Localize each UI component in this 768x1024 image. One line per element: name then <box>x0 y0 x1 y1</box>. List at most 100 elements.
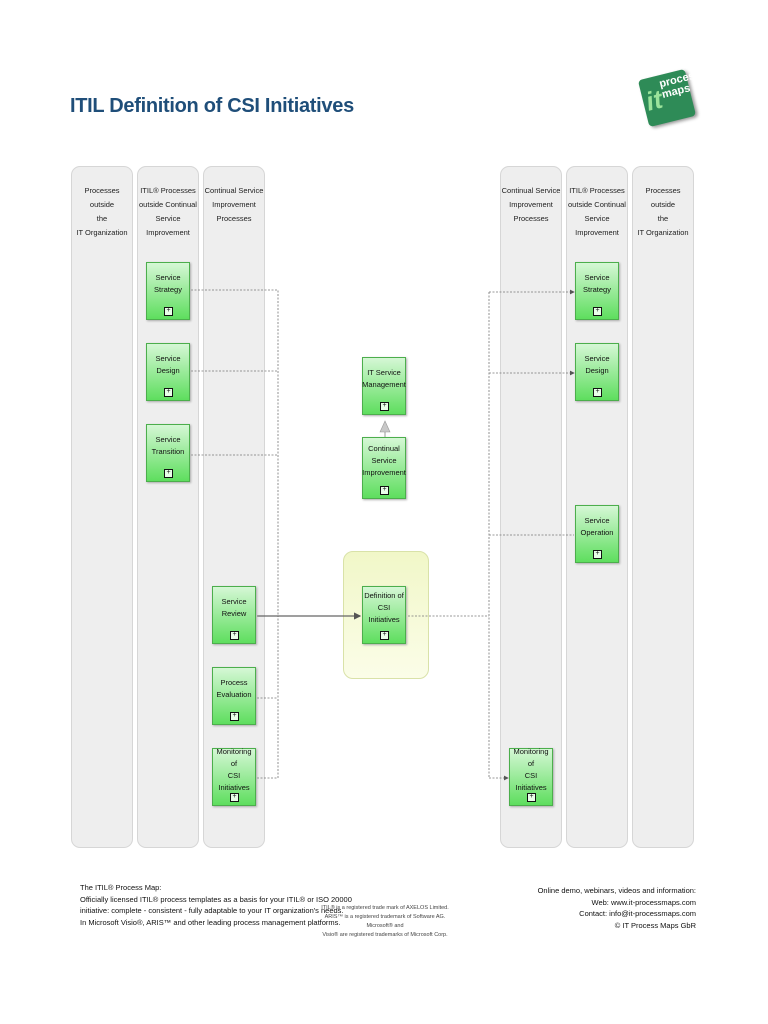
box-label-line: Initiatives <box>368 615 400 624</box>
box-label-line: Service <box>371 456 397 465</box>
box-label-line: Monitoring of <box>513 747 549 768</box>
expand-icon[interactable]: + <box>380 402 389 411</box>
lane-header-line: Processes outside <box>84 186 120 209</box>
lane-header-line: Service <box>155 214 181 223</box>
box-label: Service Strategy <box>583 273 611 294</box>
lane-right-outside: Processes outside the IT Organization <box>632 166 694 848</box>
expand-icon[interactable]: + <box>527 793 536 802</box>
box-label: Service Review <box>221 597 247 618</box>
box-label: Service Design <box>584 354 610 375</box>
footer-web-link[interactable]: Web: www.it-processmaps.com <box>591 897 696 907</box>
expand-icon[interactable]: + <box>593 550 602 559</box>
box-label-line: Management <box>362 380 406 389</box>
box-service-design-left[interactable]: Service Design + <box>146 343 190 401</box>
box-monitoring-csi-left[interactable]: Monitoring of CSI Initiatives + <box>212 747 256 806</box>
box-label-line: Operation <box>580 528 614 537</box>
box-label-line: CSI Initiatives <box>218 771 250 792</box>
footer-line: In Microsoft Visio®, ARIS™ and other lea… <box>80 917 341 927</box>
expand-icon[interactable]: + <box>380 486 389 495</box>
box-label: Service Design <box>155 354 181 375</box>
lane-header: Processes outside the IT Organization <box>633 184 693 240</box>
box-label-line: Service <box>155 435 181 444</box>
lane-header-line: outside Continual <box>139 200 197 209</box>
lane-header: Continual Service Improvement Processes <box>204 184 264 226</box>
lane-header-line: the <box>657 214 669 223</box>
box-service-strategy-right[interactable]: Service Strategy + <box>575 262 619 320</box>
footer-line: Visio® are registered trademarks of Micr… <box>322 932 448 938</box>
expand-icon[interactable]: + <box>230 712 239 721</box>
logo-pm-text: process maps <box>658 68 704 101</box>
box-service-review[interactable]: Service Review + <box>212 586 256 644</box>
expand-icon[interactable]: + <box>593 307 602 316</box>
expand-icon[interactable]: + <box>593 388 602 397</box>
footer-line: Online demo, webinars, videos and inform… <box>537 886 696 895</box>
lane-header-line: Continual Service <box>501 186 561 195</box>
lane-header-line: Improvement <box>575 228 619 237</box>
expand-icon[interactable]: + <box>164 469 173 478</box>
lane-right-csi: Continual Service Improvement Processes <box>500 166 562 848</box>
footer-contact-link[interactable]: Contact: info@it-processmaps.com <box>579 909 696 918</box>
footer-line: initiative: complete - consistent - full… <box>80 906 344 915</box>
lane-header-line: Service <box>584 214 610 223</box>
lane-header-line: Improvement <box>146 228 190 237</box>
lane-header-line: IT Organization <box>76 228 128 237</box>
expand-icon[interactable]: + <box>230 793 239 802</box>
page-title: ITIL Definition of CSI Initiatives <box>70 95 354 117</box>
box-label-line: Evaluation <box>216 690 252 699</box>
footer-line: The ITIL® Process Map: <box>80 883 162 892</box>
box-label: Service Strategy <box>154 273 182 294</box>
lane-header: ITIL® Processes outside Continual Servic… <box>567 184 627 240</box>
footer-trademarks: ITIL® is a registered trade mark of AXEL… <box>312 904 458 940</box>
footer-process-map-info: The ITIL® Process Map: Officially licens… <box>80 882 352 928</box>
box-service-strategy-left[interactable]: Service Strategy + <box>146 262 190 320</box>
box-label: Definition of CSI Initiatives <box>364 587 404 629</box>
it-process-maps-logo[interactable]: it process maps <box>637 68 702 128</box>
lane-header-line: Processes <box>513 214 549 223</box>
box-label-line: Process <box>220 678 248 687</box>
footer-line: ARIS™ is a registered trademark of Softw… <box>324 914 446 929</box>
lane-header-line: outside Continual <box>568 200 626 209</box>
box-label-line: Improvement <box>362 468 406 477</box>
box-definition-of-csi-initiatives[interactable]: Definition of CSI Initiatives + <box>362 586 406 644</box>
box-label: Monitoring of CSI Initiatives <box>511 747 551 792</box>
lane-header-line: IT Organization <box>637 228 689 237</box>
lane-header-line: Processes <box>216 214 252 223</box>
box-label-line: Continual <box>368 444 400 453</box>
box-service-design-right[interactable]: Service Design + <box>575 343 619 401</box>
lane-header-line: Improvement <box>509 200 553 209</box>
box-label-line: CSI Initiatives <box>515 771 547 792</box>
box-label-line: Transition <box>151 447 185 456</box>
expand-icon[interactable]: + <box>164 388 173 397</box>
expand-icon[interactable]: + <box>380 631 389 640</box>
footer-line: ITIL® is a registered trade mark of AXEL… <box>321 905 449 911</box>
box-label-line: IT Service <box>367 368 401 377</box>
footer-line: Officially licensed ITIL® process templa… <box>80 894 352 904</box>
lane-header-line: Continual Service <box>204 186 264 195</box>
lane-left-outside: Processes outside the IT Organization <box>71 166 133 848</box>
box-label-line: Monitoring of <box>216 747 252 768</box>
expand-icon[interactable]: + <box>164 307 173 316</box>
lane-header: ITIL® Processes outside Continual Servic… <box>138 184 198 240</box>
lane-header: Continual Service Improvement Processes <box>501 184 561 226</box>
lane-header: Processes outside the IT Organization <box>72 184 132 240</box>
box-label-line: Definition of CSI <box>364 591 404 612</box>
box-monitoring-csi-right[interactable]: Monitoring of CSI Initiatives + <box>509 747 553 806</box>
expand-icon[interactable]: + <box>230 631 239 640</box>
lane-header-line: ITIL® Processes <box>569 186 625 195</box>
box-label-line: Service <box>584 516 610 525</box>
footer-line: © IT Process Maps GbR <box>614 920 696 930</box>
footer-contact: Online demo, webinars, videos and inform… <box>466 885 696 931</box>
lane-header-line: Processes outside <box>645 186 681 209</box>
box-label: Monitoring of CSI Initiatives <box>214 747 254 792</box>
lane-header-line: ITIL® Processes <box>140 186 196 195</box>
